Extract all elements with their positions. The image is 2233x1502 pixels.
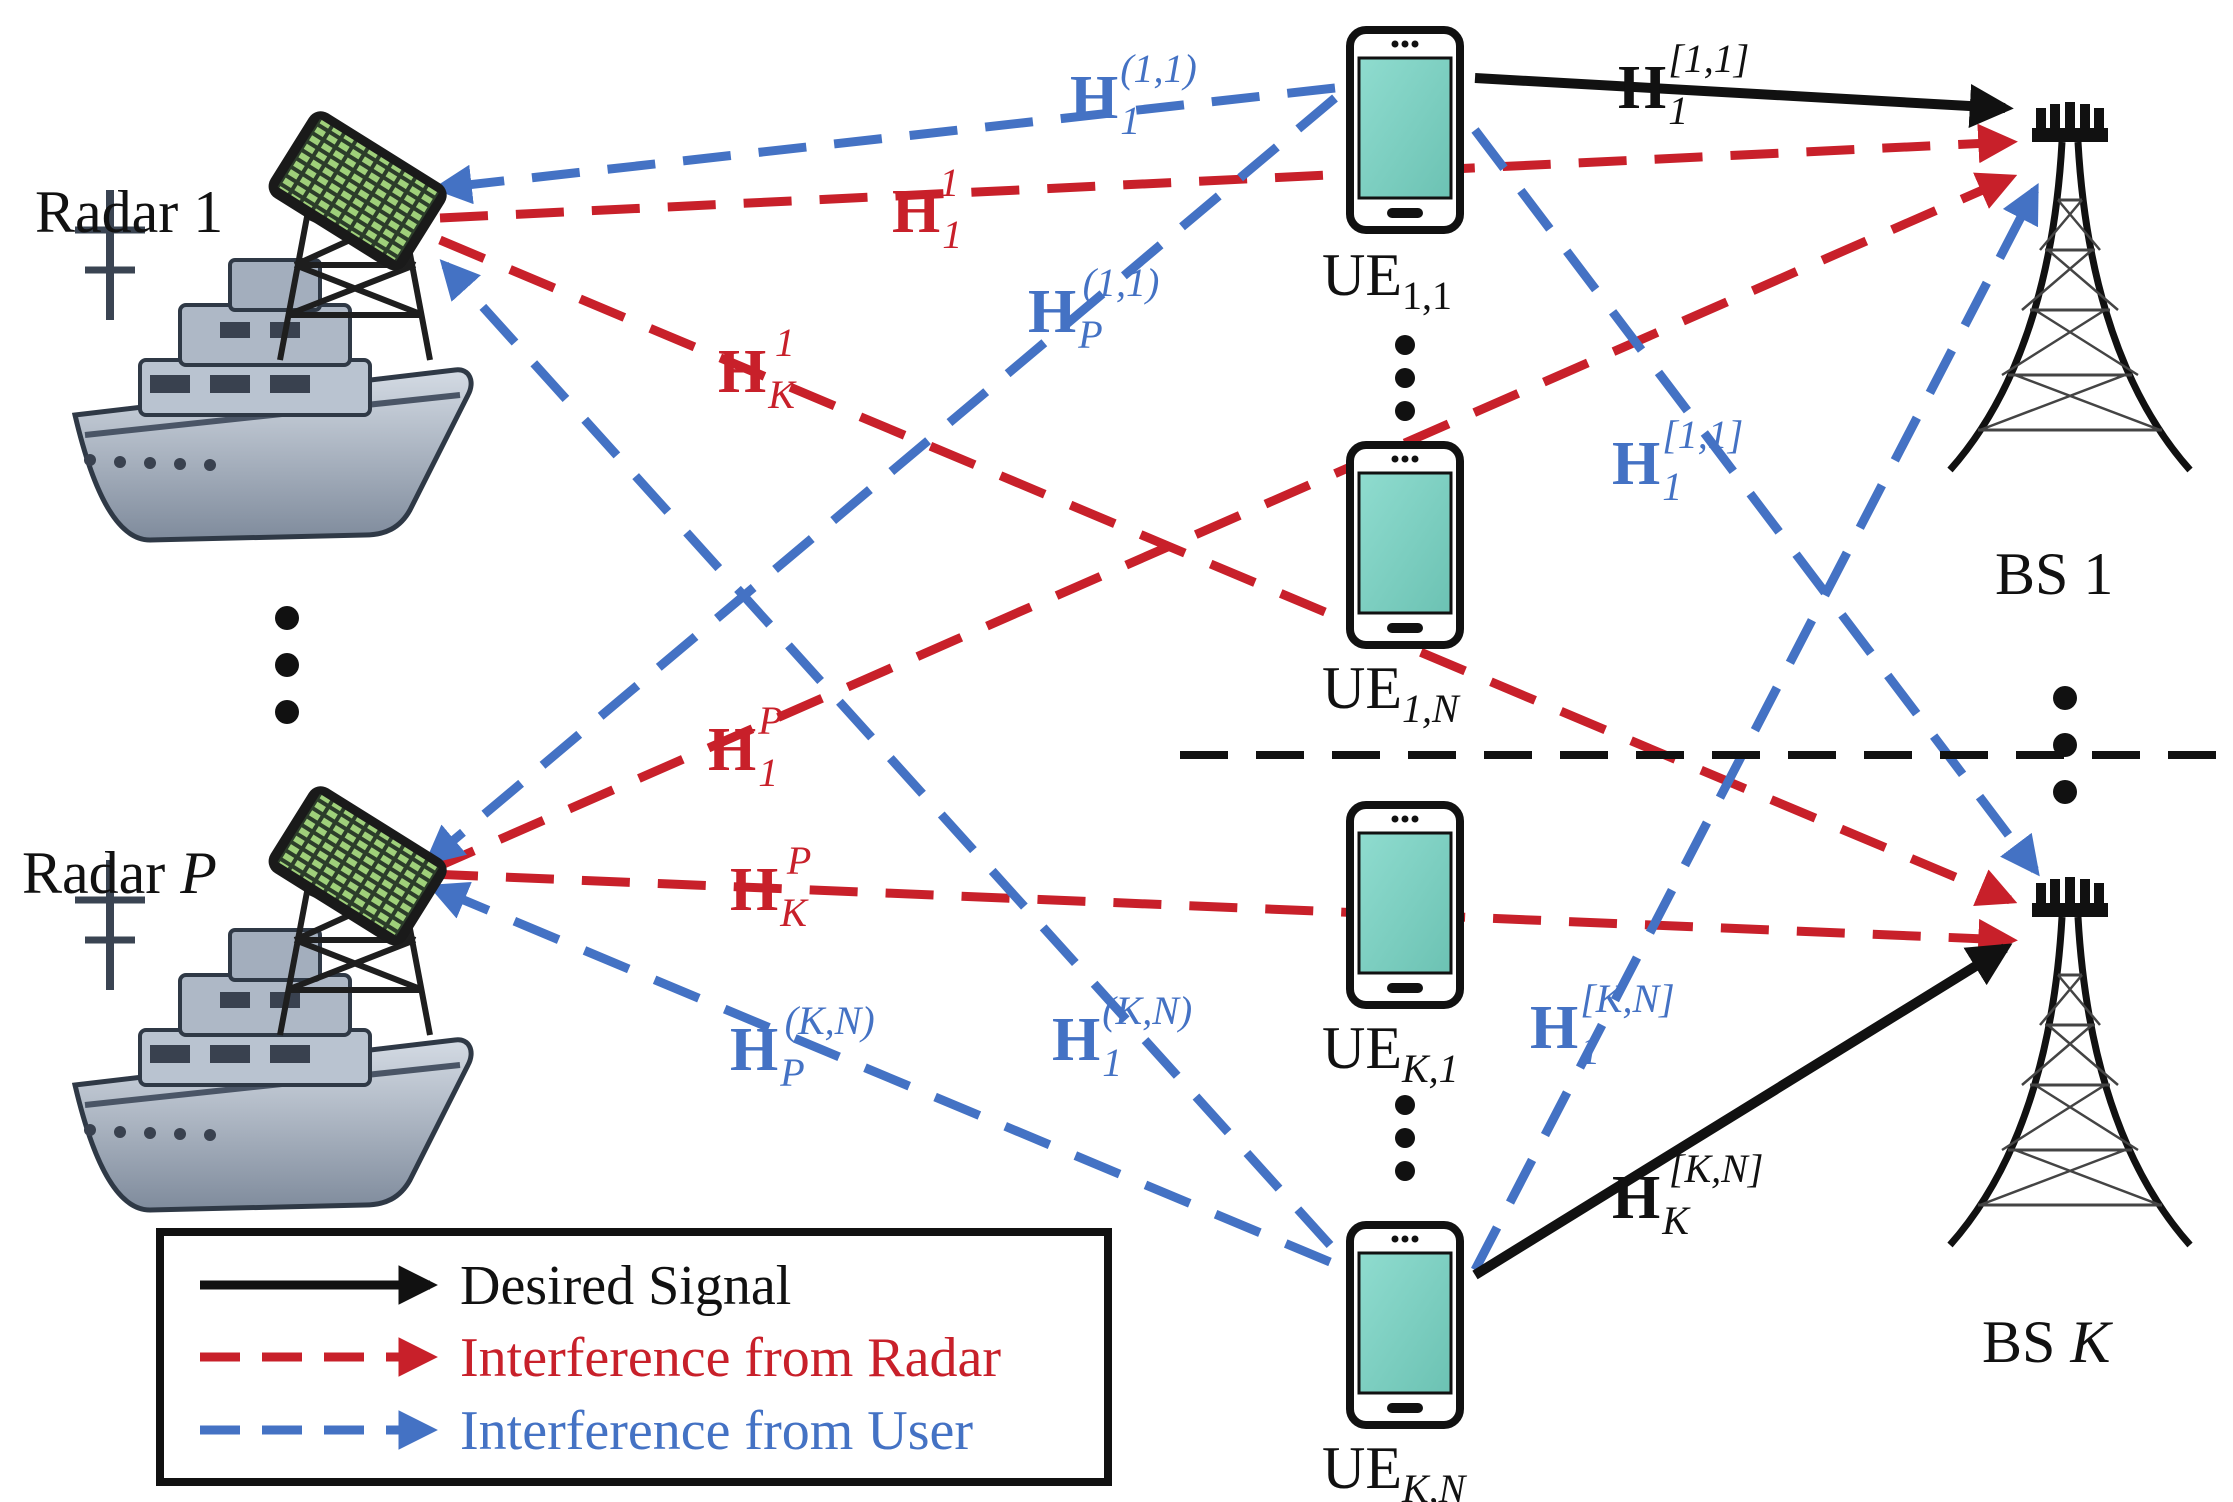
bs-k-label: BS K [1982,1309,2113,1375]
arrow-radarp-to-bs1 [428,172,2018,875]
arrow-uekn-to-radarp [427,881,1332,1267]
channel-label-radar-1: H11 [892,160,959,257]
channel-label-radar-4: HKP [730,838,811,935]
phone-icon [1350,30,1460,230]
arrow-radar1-to-bsk [438,235,2018,906]
channel-label-user-6: H1[K,N] [1530,976,1675,1073]
channel-label-user-3: H1[1,1] [1612,412,1743,509]
arrow-ue11-to-radarp [423,94,1338,866]
phone-icon [1350,805,1460,1005]
phone-icon [1350,1225,1460,1425]
bs-1-label: BS 1 [1995,541,2113,607]
arrow-uekn-to-radar1 [439,259,1334,1249]
legend-label-radar: Interference from Radar [460,1327,1001,1389]
ue-k-1-label: UEK,1 [1322,1015,1459,1091]
arrow-uekn-to-bsk [1472,943,2013,1280]
arrow-uekn-to-bs1 [1471,182,2039,1273]
ue-1-1-label: UE1,1 [1322,242,1452,318]
ellipsis-dots [275,335,2077,1181]
channel-label-desired-1: H1[1,1] [1618,36,1749,133]
legend-label-user: Interference from User [460,1400,973,1462]
channel-label-desired-2: HK[K,N] [1612,1146,1763,1243]
channel-label-user-1: H1(1,1) [1070,46,1197,143]
arrow-radar1-to-bs1 [439,123,2018,223]
arrow-ue11-to-bsk [1471,127,2040,877]
channel-label-user-4: H1(K,N) [1052,988,1192,1085]
channel-label-radar-2: HK1 [718,320,797,417]
legend-label-desired: Desired Signal [460,1255,791,1317]
legend: Desired Signal Interference from Radar I… [156,1228,1112,1486]
legend-box [156,1228,1112,1486]
arrow-ue11-to-bs1 [1474,73,2014,128]
channel-label-radar-3: H1P [708,698,783,795]
radar-1-label: Radar 1 [35,179,223,245]
channel-label-user-5: HP(K,N) [730,998,875,1095]
arrow-radarp-to-bsk [429,869,2018,959]
ue-k-n-label: UEK,N [1322,1435,1468,1502]
radar-p-label: Radar P [22,840,217,906]
channel-label-user-2: HP(1,1) [1028,260,1159,357]
phone-icon [1350,445,1460,645]
arrow-ue11-to-radar1 [432,83,1336,205]
cell-tower-icon [1950,877,2190,1245]
ue-1-n-label: UE1,N [1322,655,1461,731]
